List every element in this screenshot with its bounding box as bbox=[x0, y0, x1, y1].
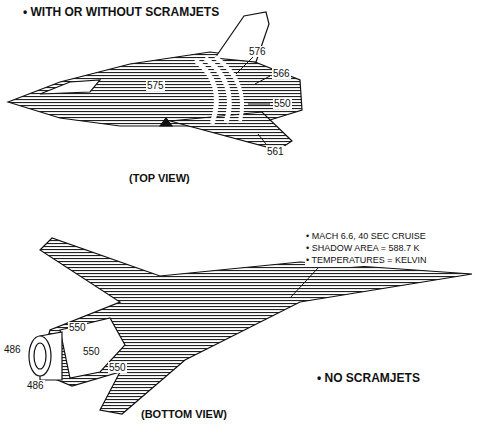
condition-note: • TEMPERATURES = KELVIN bbox=[305, 256, 427, 266]
view-caption: (BOTTOM VIEW) bbox=[140, 408, 228, 420]
view-caption: (TOP VIEW) bbox=[128, 172, 191, 184]
temperature-value: 550 bbox=[108, 362, 127, 373]
temperature-value: 550 bbox=[68, 322, 87, 333]
temperature-value: 576 bbox=[248, 46, 267, 57]
temperature-value: 561 bbox=[266, 146, 285, 157]
top-view-aircraft bbox=[8, 12, 302, 150]
temperature-value: 550 bbox=[273, 98, 292, 109]
bottom-view-aircraft bbox=[29, 238, 472, 414]
heading-note: • WITH OR WITHOUT SCRAMJETS bbox=[22, 6, 220, 19]
temperature-value: 486 bbox=[26, 380, 45, 391]
heading-note: • NO SCRAMJETS bbox=[316, 372, 421, 385]
temperature-value: 486 bbox=[3, 344, 22, 355]
condition-note: • SHADOW AREA = 588.7 K bbox=[305, 244, 420, 254]
temperature-value: 566 bbox=[272, 68, 291, 79]
temperature-value: 550 bbox=[82, 346, 101, 357]
temperature-value: 575 bbox=[146, 80, 165, 91]
condition-note: • MACH 6.6, 40 SEC CRUISE bbox=[305, 232, 427, 242]
